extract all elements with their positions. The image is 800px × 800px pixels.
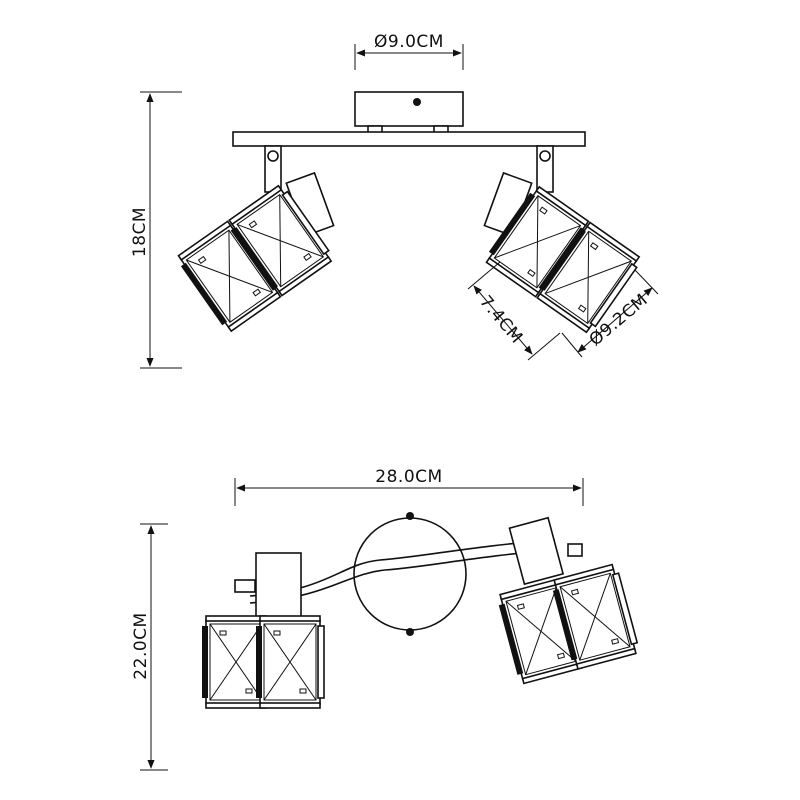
height-dimension: 18CM <box>130 91 182 369</box>
front-view: Ø9.0CM 18CM 7.4CM Ø9.2CM <box>130 32 659 369</box>
length-dimension: 28.0CM <box>234 467 584 506</box>
right-holder-top <box>508 516 565 586</box>
top-view: 28.0CM 22.0CM <box>131 467 641 771</box>
right-spot-front <box>482 145 644 336</box>
canopy-screw <box>413 98 421 106</box>
depth-dimension: 22.0CM <box>131 523 168 771</box>
left-spot-top <box>201 552 325 709</box>
mounting-rail <box>232 131 586 147</box>
left-holder-top <box>255 552 302 620</box>
left-spot-front <box>174 145 336 335</box>
canopy-diameter-label: Ø9.0CM <box>374 32 444 52</box>
right-spot-top <box>495 516 641 686</box>
canopy-top <box>353 517 467 631</box>
canopy-diameter-dimension: Ø9.0CM <box>354 32 464 70</box>
ceiling-canopy <box>354 91 464 127</box>
depth-label: 22.0CM <box>131 612 151 679</box>
length-label: 28.0CM <box>375 467 442 487</box>
shade-height-label: 7.4CM <box>475 292 526 348</box>
height-label: 18CM <box>130 207 150 257</box>
curved-rail-top <box>249 539 556 597</box>
